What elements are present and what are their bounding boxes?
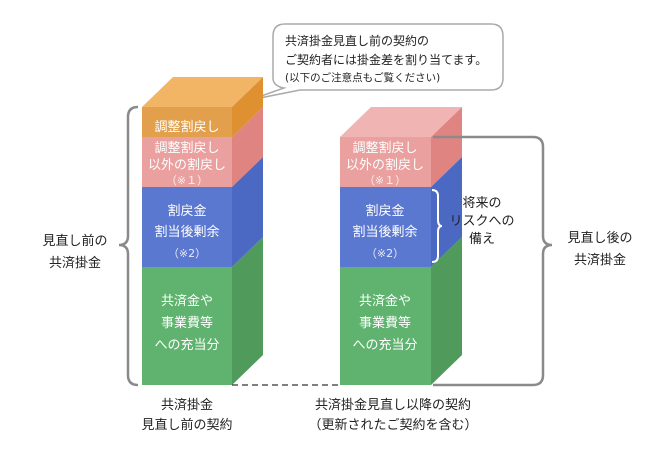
after-side-other-refund bbox=[431, 107, 462, 187]
after-contract-label-2: （更新されたご契約を含む） bbox=[308, 417, 477, 433]
before-segment-surplus bbox=[142, 187, 232, 267]
before-side-other-refund bbox=[232, 107, 263, 187]
before-other-refund-label-2: 以外の割戻し bbox=[148, 157, 226, 173]
future-risk-label-1: 将来の bbox=[462, 196, 501, 211]
before-contract-label-1: 共済掛金 bbox=[161, 397, 213, 413]
before-segment-adjustment-refund bbox=[142, 107, 232, 137]
before-allocation-label-1: 共済金や bbox=[161, 293, 213, 309]
after-segment-allocation bbox=[340, 267, 431, 385]
before-total-label-1: 見直し前の bbox=[42, 233, 107, 249]
callout: 共済掛金見直し前の契約の ご契約者には掛金差を割り当てます。 (以下のご注意点も… bbox=[249, 23, 504, 101]
after-other-refund-label-2: 以外の割戻し bbox=[346, 157, 424, 173]
after-surplus-label-1: 割戻金 bbox=[365, 203, 404, 219]
after-total-label-1: 見直し後の bbox=[567, 231, 632, 246]
after-other-refund-label-1: 調整割戻し bbox=[352, 140, 417, 156]
before-contract-label-2: 見直し前の契約 bbox=[141, 417, 232, 433]
callout-line-2: ご契約者には掛金差を割り当てます。 bbox=[285, 52, 487, 67]
before-other-refund-label-3: （※１） bbox=[166, 174, 208, 187]
before-other-refund-label-1: 調整割戻し bbox=[154, 140, 219, 156]
after-contract-label-1: 共済掛金見直し以降の契約 bbox=[315, 397, 471, 413]
before-side-adjustment-refund bbox=[232, 77, 263, 137]
before-segment-allocation bbox=[142, 267, 232, 385]
after-bar-top-face bbox=[340, 107, 462, 137]
after-allocation-label-1: 共済金や bbox=[359, 293, 411, 309]
after-other-refund-label-3: （※１） bbox=[364, 174, 406, 187]
before-bar: 調整割戻し 調整割戻し 以外の割戻し （※１） 割戻金 割当後剰余 （※2） 共… bbox=[142, 77, 263, 385]
after-total-label-2: 共済掛金 bbox=[574, 252, 626, 268]
before-total-brace bbox=[118, 105, 139, 387]
future-risk-label-3: 備え bbox=[469, 231, 495, 247]
before-surplus-label-2: 割当後剰余 bbox=[154, 224, 219, 240]
callout-line-3: (以下のご注意点もご覧ください) bbox=[285, 71, 440, 84]
before-segment-other-refund bbox=[142, 137, 232, 187]
after-segment-other-refund bbox=[340, 137, 431, 187]
before-side-surplus bbox=[232, 157, 263, 267]
before-adjustment-refund-label: 調整割戻し bbox=[154, 119, 219, 135]
after-side-allocation bbox=[431, 237, 462, 385]
callout-line-1: 共済掛金見直し前の契約の bbox=[285, 33, 429, 48]
after-surplus-label-2: 割当後剰余 bbox=[352, 224, 417, 240]
after-allocation-label-2: 事業費等 bbox=[359, 315, 411, 331]
future-risk-label-2: リスクへの bbox=[449, 214, 514, 229]
before-side-allocation bbox=[232, 237, 263, 385]
before-total-label-2: 共済掛金 bbox=[49, 255, 101, 271]
after-segment-surplus bbox=[340, 187, 431, 267]
before-surplus-label-3: （※2） bbox=[168, 247, 206, 260]
before-allocation-label-2: 事業費等 bbox=[161, 315, 213, 331]
before-bar-top-face bbox=[142, 77, 263, 107]
before-surplus-label-1: 割戻金 bbox=[167, 203, 206, 219]
after-total-brace bbox=[433, 135, 553, 387]
after-surplus-label-3: （※2） bbox=[366, 247, 404, 260]
before-allocation-label-3: への充当分 bbox=[154, 337, 219, 353]
future-risk-brace bbox=[431, 189, 443, 263]
after-bar: 調整割戻し 以外の割戻し （※１） 割戻金 割当後剰余 （※2） 共済金や 事業… bbox=[340, 107, 462, 385]
after-allocation-label-3: への充当分 bbox=[352, 337, 417, 353]
